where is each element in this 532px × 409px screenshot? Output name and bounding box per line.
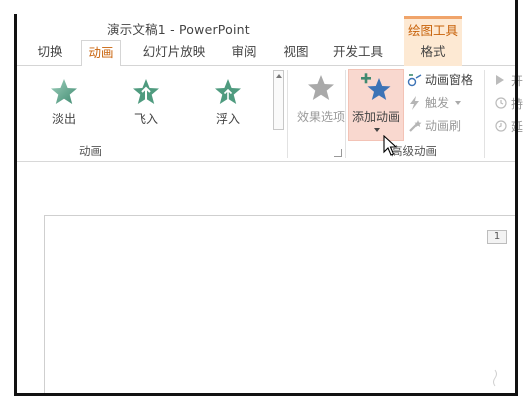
fade-star-icon xyxy=(51,79,77,104)
tab-view[interactable]: 视图 xyxy=(283,44,309,59)
add-animation-label: 添加动画 xyxy=(351,110,400,124)
window-border xyxy=(515,0,518,396)
animation-float-in-button[interactable]: 浮入 xyxy=(197,72,259,132)
ribbon-panel: 淡出 飞入 浮入 效果选项 动画 xyxy=(17,66,523,162)
animation-painter-icon xyxy=(409,120,422,132)
slide-canvas[interactable] xyxy=(44,215,516,395)
animation-group-label: 动画 xyxy=(79,144,102,158)
tab-developer[interactable]: 开发工具 xyxy=(332,44,383,59)
dialog-launcher-icon[interactable] xyxy=(334,149,342,157)
separator xyxy=(287,70,288,158)
gallery-scrollbar[interactable] xyxy=(273,70,284,130)
separator xyxy=(345,70,346,158)
context-tab-group-label: 绘图工具 xyxy=(404,16,462,40)
animation-fly-in-label: 飞入 xyxy=(133,112,158,126)
trigger-label: 触发 xyxy=(425,96,450,110)
chevron-down-icon xyxy=(455,101,461,105)
tab-transitions[interactable]: 切换 xyxy=(37,44,63,59)
window-title: 演示文稿1 - PowerPoint xyxy=(107,22,250,37)
tab-review[interactable]: 审阅 xyxy=(231,44,257,59)
tab-animations[interactable]: 动画 xyxy=(81,40,121,67)
animation-fly-in-button[interactable]: 飞入 xyxy=(115,72,177,132)
clock-icon xyxy=(495,97,507,109)
animation-pane-label: 动画窗格 xyxy=(425,73,474,87)
separator xyxy=(484,70,485,158)
tab-format[interactable]: 格式 xyxy=(404,40,462,66)
add-animation-button[interactable]: 添加动画 xyxy=(348,69,404,141)
mouse-pointer-icon xyxy=(383,135,398,156)
fly-in-star-icon xyxy=(133,79,159,104)
effect-options-label: 效果选项 xyxy=(297,110,346,124)
window-border xyxy=(14,14,17,396)
add-animation-star-icon xyxy=(361,73,391,100)
animation-fade-label: 淡出 xyxy=(51,112,76,126)
delay-clock-icon xyxy=(495,120,507,132)
tab-slideshow[interactable]: 幻灯片放映 xyxy=(142,44,206,59)
float-in-star-icon xyxy=(215,79,241,104)
window-border xyxy=(14,393,518,396)
animation-fade-button[interactable]: 淡出 xyxy=(33,72,95,132)
animation-float-in-label: 浮入 xyxy=(215,112,240,126)
play-icon xyxy=(496,75,504,85)
lightning-icon xyxy=(410,96,419,110)
ribbon-tab-bar: 切换 动画 幻灯片放映 审阅 视图 开发工具 格式 xyxy=(17,40,515,67)
scroll-up-icon[interactable] xyxy=(276,74,282,78)
advanced-animation-group-label: 高级动画 xyxy=(391,144,437,158)
effect-options-button[interactable]: 效果选项 xyxy=(297,70,345,134)
decorative-ripple-icon xyxy=(493,369,497,387)
chevron-down-icon xyxy=(374,128,380,132)
slide-number-badge: 1 xyxy=(487,230,507,244)
effect-options-star-icon xyxy=(308,75,334,100)
animation-painter-label: 动画刷 xyxy=(425,119,462,133)
animation-pane-icon xyxy=(407,74,422,87)
